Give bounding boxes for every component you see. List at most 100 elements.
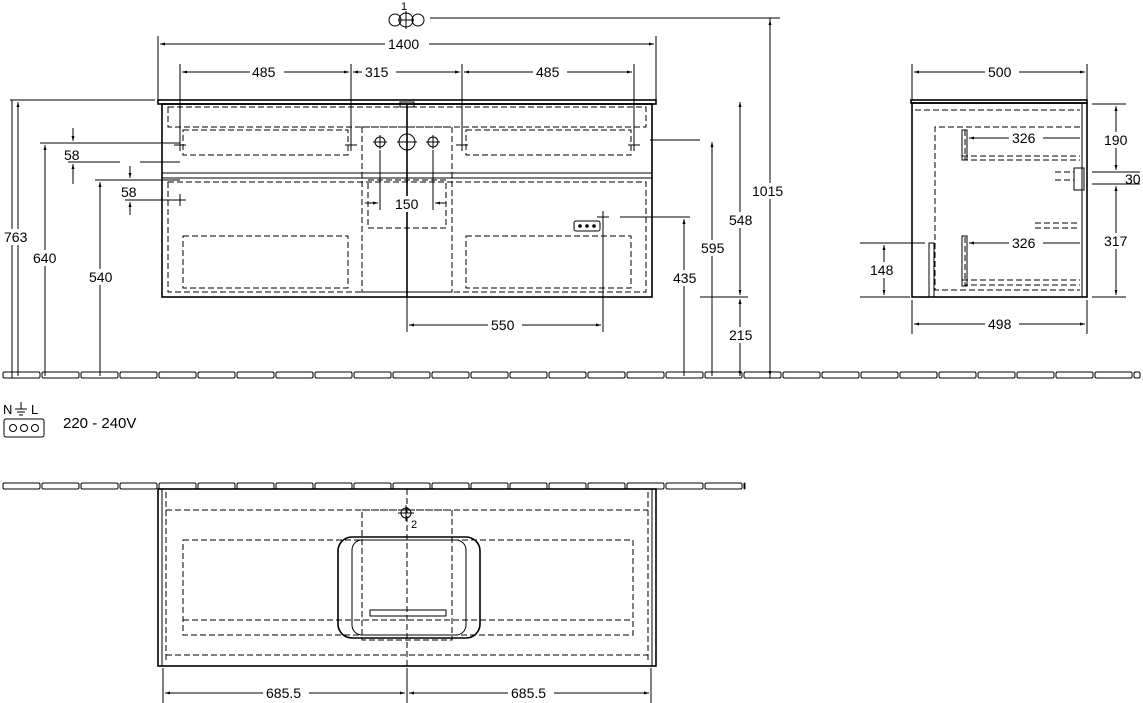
plan-view: 2 685.5 685.5 [157, 488, 657, 703]
dim-685-5-right: 685.5 [511, 685, 546, 701]
dim-485-left: 485 [252, 64, 276, 80]
tap-hole-icons [373, 132, 440, 210]
floor-segment [314, 482, 353, 490]
dim-500: 500 [988, 64, 1012, 80]
floor-segment [41, 482, 80, 490]
dim-548: 548 [729, 212, 753, 228]
side-cabinet-body [911, 102, 1088, 298]
floor-segment [1016, 371, 1055, 379]
electrical-legend: N L 220 - 240V [3, 402, 136, 438]
socket-legend-icon [3, 418, 45, 438]
floor-segment [743, 371, 782, 379]
sink-basin [337, 536, 481, 639]
dim-540: 540 [89, 269, 113, 285]
floor-segment [2, 371, 41, 379]
drawer-lower-left [182, 235, 349, 289]
floor-segment [587, 371, 626, 379]
floor-segment [392, 482, 431, 490]
drawer-upper-right [465, 129, 632, 156]
floor-segment [80, 482, 119, 490]
floor-segment [1055, 371, 1094, 379]
plan-cabinet-outline [157, 488, 657, 667]
connection-1-icon [388, 11, 425, 29]
floor-segment [197, 482, 236, 490]
earth-icon [15, 402, 27, 416]
dim-640: 640 [33, 250, 57, 266]
floor-segment [665, 482, 704, 490]
floor-segment [275, 482, 314, 490]
drawer-lower-right [465, 235, 632, 289]
dim-317: 317 [1104, 233, 1128, 249]
floor-segment [626, 482, 665, 490]
dim-190: 190 [1104, 132, 1128, 148]
connection-2-label: 2 [411, 519, 417, 531]
dim-1400: 1400 [388, 36, 419, 52]
floor-segment [119, 371, 158, 379]
dim-685-5-left: 685.5 [266, 685, 301, 701]
floor-segment [431, 482, 470, 490]
floor-segment [470, 482, 509, 490]
side-dimension-labels: 500 498 326 326 190 30 317 148 [868, 64, 1141, 332]
dim-1015: 1015 [752, 183, 783, 199]
floor-segment [236, 482, 275, 490]
floor-segment [977, 371, 1016, 379]
floor-segment [509, 482, 548, 490]
floor-segment [509, 371, 548, 379]
floor-segment [743, 482, 746, 490]
dim-550: 550 [491, 317, 515, 333]
front-view: 1 1400 485 315 485 1015 763 640 [3, 1, 788, 378]
dim-150: 150 [395, 196, 419, 212]
voltage-label: 220 - 240V [63, 415, 136, 432]
floor-segment [860, 371, 899, 379]
side-view: 500 498 326 326 190 30 317 148 [860, 64, 1141, 334]
dim-326-upper: 326 [1012, 130, 1036, 146]
floor-segment [1094, 371, 1133, 379]
dim-30: 30 [1125, 171, 1141, 187]
neutral-label: N [3, 402, 12, 417]
floor-segment [236, 371, 275, 379]
floor-segment [704, 482, 743, 490]
drawer-upper-left [182, 129, 349, 156]
connection-2-icon [398, 505, 414, 521]
floor-segment [821, 371, 860, 379]
front-dimension-labels: 1400 485 315 485 1015 763 640 540 58 58 … [3, 36, 788, 343]
floor-segment [938, 371, 977, 379]
floor-segment [626, 371, 665, 379]
floor-segment [197, 371, 236, 379]
floor-segment [2, 482, 41, 490]
floor-segment [353, 482, 392, 490]
connection-1-label: 1 [401, 1, 407, 13]
floor-line-front [2, 371, 1141, 379]
floor-segment [548, 371, 587, 379]
socket-icon [573, 220, 601, 232]
dim-148: 148 [870, 262, 894, 278]
floor-segment [782, 371, 821, 379]
live-label: L [31, 402, 38, 417]
floor-segment [704, 371, 743, 379]
floor-segment [158, 371, 197, 379]
floor-segment [899, 371, 938, 379]
dim-215: 215 [729, 327, 753, 343]
floor-segment [392, 371, 431, 379]
floor-segment [587, 482, 626, 490]
floor-segment [119, 482, 158, 490]
dim-326-lower: 326 [1012, 235, 1036, 251]
floor-segment [314, 371, 353, 379]
dim-485-right: 485 [536, 64, 560, 80]
floor-segment [1133, 371, 1141, 379]
floor-segment [353, 371, 392, 379]
dim-763: 763 [4, 229, 28, 245]
floor-segment [431, 371, 470, 379]
dim-315: 315 [365, 64, 389, 80]
floor-segment [470, 371, 509, 379]
floor-segment [275, 371, 314, 379]
dim-435: 435 [673, 270, 697, 286]
floor-segment [158, 482, 197, 490]
floor-segment [548, 482, 587, 490]
dim-58-a: 58 [64, 147, 80, 163]
dim-498: 498 [988, 316, 1012, 332]
floor-segment [41, 371, 80, 379]
dim-595: 595 [701, 240, 725, 256]
dim-58-b: 58 [121, 184, 137, 200]
